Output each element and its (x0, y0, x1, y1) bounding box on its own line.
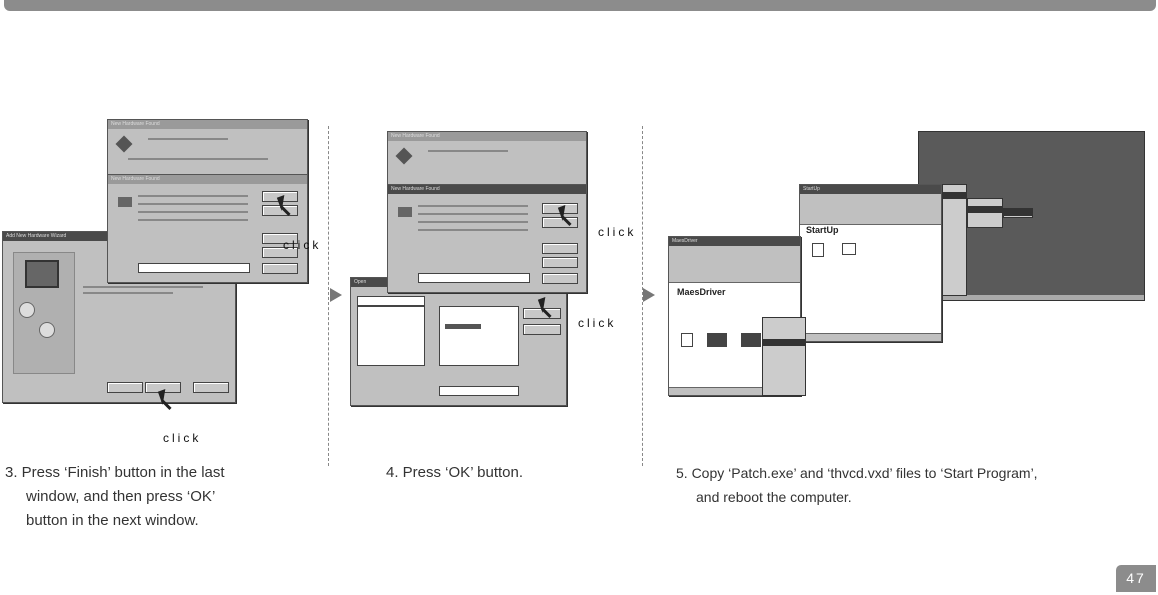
desktop-screenshot (918, 131, 1145, 301)
disk-drive-icon (118, 197, 132, 207)
startup-toolbar (800, 194, 941, 225)
step4-copy-files-from-field[interactable] (418, 273, 530, 283)
startup-submenu-item[interactable] (1004, 209, 1032, 216)
disk-icon (19, 302, 35, 318)
click-label: click (283, 238, 322, 252)
maesdriver-status-bar (669, 387, 800, 395)
context-menu-item[interactable] (763, 374, 805, 381)
selected-folder-highlight (445, 324, 481, 329)
step3-caption-line2: window, and then press ‘OK’ (26, 488, 216, 505)
back-text-line (128, 158, 268, 160)
network-button[interactable] (523, 324, 561, 335)
step4-front-text-line (418, 205, 528, 207)
step4-skip-file-button[interactable] (542, 243, 578, 254)
step4-front-title-bar: New Hardware Found (388, 185, 586, 194)
header-bar (4, 0, 1156, 11)
disk-drive-icon (398, 207, 412, 217)
file-icon (842, 243, 856, 255)
drives-select[interactable] (439, 386, 519, 396)
step5-caption-line1: 5. Copy ‘Patch.exe’ and ‘thvcd.vxd’ file… (676, 465, 1038, 481)
front-title-bar: New Hardware Found (108, 175, 307, 184)
programs-submenu-item-startup[interactable] (968, 206, 1002, 213)
new-hardware-found-window-front: New Hardware Found (107, 174, 308, 283)
selected-file-icon[interactable] (707, 333, 727, 347)
click-label: click (598, 225, 637, 239)
device-icon (115, 135, 133, 153)
next-arrow-icon (330, 288, 342, 302)
file-icon (812, 243, 824, 257)
context-menu-item[interactable] (763, 360, 805, 367)
context-menu-item[interactable] (763, 325, 805, 332)
front-text-line (138, 211, 248, 213)
divider-line (328, 126, 329, 466)
next-arrow-icon (643, 288, 655, 302)
maesdriver-title-bar: MaesDriver (669, 237, 800, 246)
context-menu-item-copy[interactable] (763, 339, 805, 346)
file-name-field[interactable] (357, 296, 425, 306)
click-label: click (163, 431, 202, 445)
step4-new-hardware-found-front: New Hardware Found (387, 184, 587, 293)
step3-caption-line1: 3. Press ‘Finish’ button in the last (5, 464, 225, 481)
monitor-icon (25, 260, 59, 288)
startup-status-bar (800, 333, 941, 341)
back-title-bar: New Hardware Found (108, 120, 307, 129)
disk-icon (39, 322, 55, 338)
back-text-line (148, 138, 228, 140)
browse-button[interactable] (262, 263, 298, 274)
step4-caption: 4. Press ‘OK’ button. (386, 464, 524, 481)
details-button[interactable] (262, 247, 298, 258)
startup-title-bar: StartUp (800, 185, 941, 194)
maesdriver-toolbar (669, 246, 800, 283)
file-list[interactable] (357, 306, 425, 366)
click-label: click (578, 316, 617, 330)
wizard-back-button[interactable] (107, 382, 143, 393)
skip-file-button[interactable] (262, 233, 298, 244)
step5-caption-line2: and reboot the computer. (696, 489, 852, 505)
wizard-cancel-button[interactable] (193, 382, 229, 393)
step4-details-button[interactable] (542, 257, 578, 268)
context-menu-item[interactable] (763, 346, 805, 353)
copy-files-from-field[interactable] (138, 263, 250, 273)
context-menu-item[interactable] (763, 367, 805, 374)
open-file-dialog: Open (350, 277, 567, 406)
programs-submenu (967, 198, 1003, 228)
step4-back-text-line (428, 150, 508, 152)
context-menu-item[interactable] (763, 318, 805, 325)
step3-caption-line3: button in the next window. (26, 512, 199, 529)
context-menu-item[interactable] (763, 332, 805, 339)
step4-front-text-line (418, 221, 528, 223)
startup-folder-window: StartUp StartUp (799, 184, 942, 342)
context-menu-item[interactable] (763, 353, 805, 360)
wizard-text-line (83, 286, 203, 288)
step4-cancel-button[interactable] (542, 217, 578, 228)
startup-folder-title: StartUp (806, 225, 839, 235)
selected-file-icon[interactable] (741, 333, 761, 347)
front-text-line (138, 219, 248, 221)
page-number: 47 (1116, 565, 1156, 592)
start-menu-item-programs[interactable] (922, 192, 966, 199)
folder-list[interactable] (439, 306, 519, 366)
maesdriver-folder-title: MaesDriver (677, 287, 726, 297)
taskbar (919, 295, 1144, 300)
front-text-line (138, 195, 248, 197)
device-icon (395, 147, 413, 165)
programs-submenu-item[interactable] (968, 199, 1002, 206)
step3-caption: 3. Press ‘Finish’ button in the last win… (5, 461, 225, 533)
step4-back-title-bar: New Hardware Found (388, 132, 586, 141)
startup-submenu (1003, 208, 1033, 218)
step4-browse-button[interactable] (542, 273, 578, 284)
wizard-text-line (83, 292, 173, 294)
divider-line (642, 126, 643, 466)
step5-caption: 5. Copy ‘Patch.exe’ and ‘thvcd.vxd’ file… (676, 461, 1038, 509)
programs-submenu-item[interactable] (968, 213, 1002, 220)
step4-front-text-line (418, 213, 528, 215)
file-icon (681, 333, 693, 347)
context-menu (762, 317, 806, 396)
front-text-line (138, 203, 248, 205)
step4-front-text-line (418, 229, 528, 231)
